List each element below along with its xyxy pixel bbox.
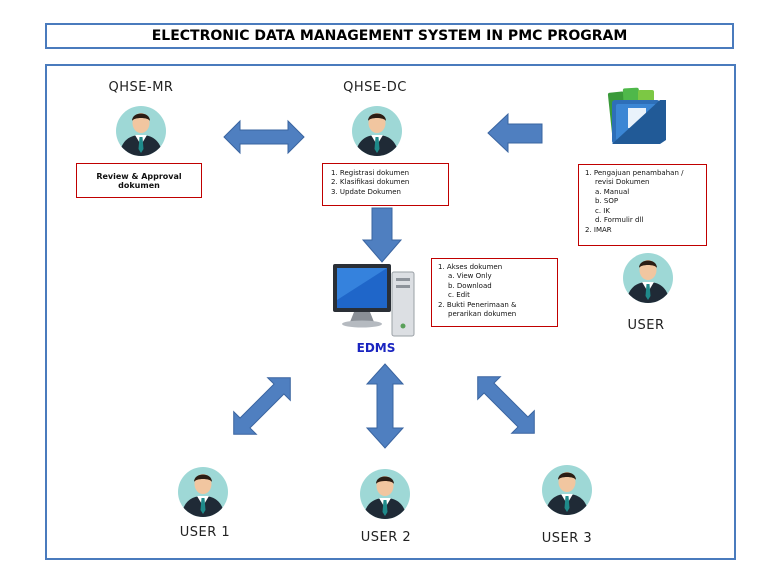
request-item: 2. IMAR [585, 225, 612, 234]
access-item-cont: perarikan dokumen [448, 310, 517, 319]
role-label-user1: USER 1 [179, 525, 231, 540]
request-subitem: a. Manual [595, 187, 630, 196]
request-subitem: b. SOP [595, 197, 619, 206]
request-item-cont: revisi Dokumen [595, 178, 650, 187]
role-label-user2: USER 2 [360, 530, 412, 545]
dc-task-item: 3. Update Dokumen [331, 187, 401, 196]
diagram-title: ELECTRONIC DATA MANAGEMENT SYSTEM IN PMC… [151, 28, 628, 44]
review-approval-text: Review & Approval dokumen [96, 171, 182, 190]
mr-dc-double-arrow [223, 120, 305, 154]
diagram-frame [45, 64, 736, 560]
request-item: 1. Pengajuan penambahan / [585, 169, 684, 177]
role-label-qhse-mr: QHSE-MR [108, 80, 174, 95]
title-box: ELECTRONIC DATA MANAGEMENT SYSTEM IN PMC… [45, 23, 734, 49]
access-subitem: b. Download [448, 281, 492, 290]
edms-user2-double-arrow [365, 363, 405, 449]
request-subitem: d. Formulir dll [595, 216, 644, 225]
request-arrow-icon [487, 112, 543, 154]
access-subitem: a. View Only [448, 272, 492, 281]
qhse-dc-avatar-icon [352, 106, 402, 157]
access-subitem: c. Edit [448, 291, 470, 300]
edms-user3-double-arrow [465, 364, 547, 446]
qhse-mr-avatar-icon [116, 106, 166, 157]
dc-edms-arrow-icon [361, 207, 403, 263]
access-item: 1. Akses dokumen [438, 263, 503, 271]
user1-avatar-icon [178, 467, 228, 518]
user-avatar-icon [623, 253, 673, 304]
role-label-qhse-dc: QHSE-DC [343, 80, 407, 95]
dc-tasks-note: 1. Registrasi dokumen 2. Klasifikasi dok… [322, 163, 449, 206]
user-request-note: 1. Pengajuan penambahan / revisi Dokumen… [578, 164, 707, 246]
edms-user1-double-arrow [221, 365, 303, 447]
computer-icon [333, 264, 415, 337]
edms-access-note: 1. Akses dokumen a. View Only b. Downloa… [431, 258, 558, 327]
role-label-user3: USER 3 [541, 531, 593, 546]
user2-avatar-icon [360, 469, 410, 520]
dc-task-item: 2. Klasifikasi dokumen [331, 178, 410, 187]
request-subitem: c. IK [595, 206, 610, 215]
user3-avatar-icon [542, 465, 592, 516]
document-binders-icon [607, 87, 666, 144]
review-approval-note: Review & Approval dokumen [76, 163, 202, 198]
role-label-user: USER [627, 318, 665, 333]
edms-label: EDMS [356, 341, 396, 355]
access-item: 2. Bukti Penerimaan & [438, 300, 517, 309]
dc-task-item: 1. Registrasi dokumen [331, 169, 410, 177]
